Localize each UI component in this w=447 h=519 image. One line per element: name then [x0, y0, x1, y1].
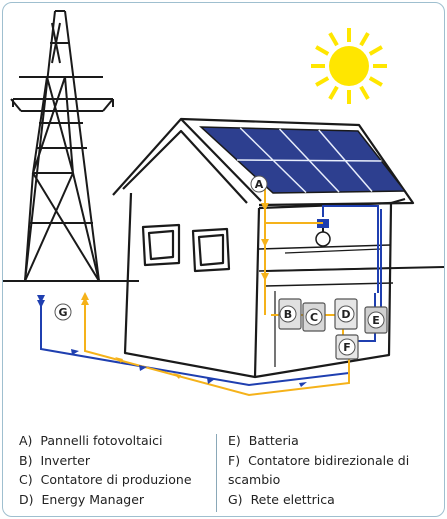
svg-text:E: E: [372, 314, 380, 327]
legend-item-e: E) Batteria: [228, 433, 299, 448]
marker-b: B: [279, 305, 297, 323]
sun-ray: [368, 45, 383, 56]
legend-item-c: C) Contatore di produzione: [19, 472, 192, 487]
svg-text:C: C: [310, 311, 318, 324]
sun-ray: [328, 85, 339, 100]
svg-text:D: D: [341, 308, 350, 321]
blue-line-lamp: [322, 205, 379, 293]
blue-flow-arrows: [37, 295, 307, 387]
legend-left-column: A) Pannelli fotovoltaici B) Inverter C) …: [19, 431, 192, 509]
svg-text:G: G: [58, 306, 67, 319]
yellow-line-meter-to-grid: [84, 301, 350, 397]
sun-ray: [315, 76, 330, 87]
marker-a: A: [250, 175, 268, 193]
yellow-flow-arrows: [81, 203, 269, 379]
legend-divider: [216, 434, 217, 512]
legend-item-a: A) Pannelli fotovoltaici: [19, 433, 163, 448]
marker-e: E: [367, 311, 385, 329]
sun-ray: [368, 76, 383, 87]
svg-text:B: B: [284, 308, 292, 321]
marker-g: G: [54, 303, 72, 321]
svg-text:F: F: [343, 341, 351, 354]
panel-grid-line: [236, 159, 382, 162]
sun-ray: [359, 85, 370, 100]
sun-ray: [328, 32, 339, 47]
power-pylon-icon: [10, 10, 114, 282]
marker-f: F: [338, 338, 356, 356]
legend-right-column: E) Batteria F) Contatore bidirezionale d…: [228, 431, 428, 509]
sun-ray: [315, 45, 330, 56]
solar-system-illustration: A B C D E F G: [3, 10, 444, 397]
legend-item-b: B) Inverter: [19, 452, 91, 468]
marker-d: D: [337, 305, 355, 323]
sun-icon: [311, 28, 387, 104]
marker-c: C: [305, 308, 323, 326]
solar-panels: [199, 126, 407, 194]
legend-item-d: D) Energy Manager: [19, 491, 145, 507]
legend-item-f: F) Contatore bidirezionale di scambio: [228, 452, 410, 488]
svg-text:A: A: [255, 178, 264, 191]
legend-item-g: G) Rete elettrica: [228, 491, 335, 507]
sun-ray: [359, 32, 370, 47]
